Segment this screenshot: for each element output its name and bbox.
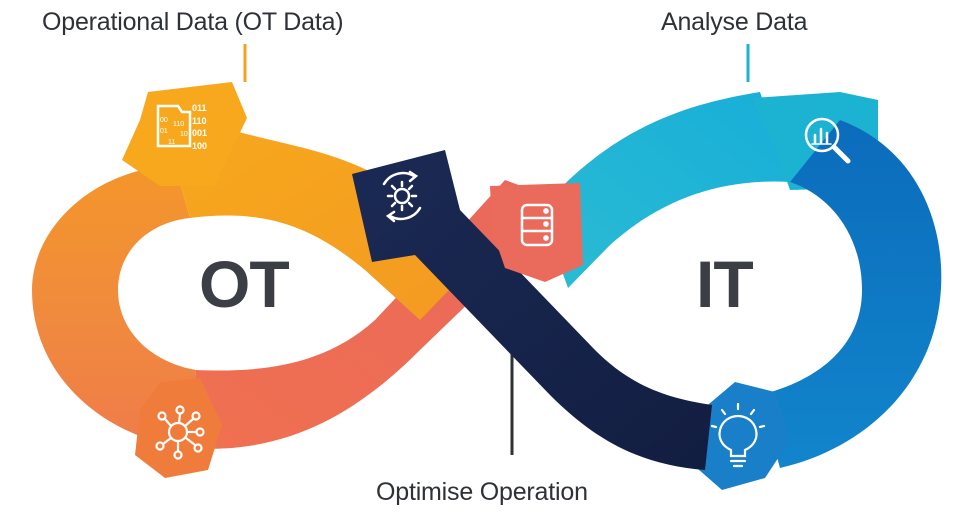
lightbulb-icon xyxy=(710,402,766,468)
network-hub-icon xyxy=(155,405,205,460)
svg-text:01: 01 xyxy=(160,128,168,135)
database-arrow-block xyxy=(490,183,583,282)
svg-text:001: 001 xyxy=(192,128,207,138)
optimise-arrow xyxy=(352,150,712,470)
label-analyse-data: Analyse Data xyxy=(661,8,808,36)
svg-text:110: 110 xyxy=(192,116,207,126)
gear-cycle-icon xyxy=(382,170,422,223)
ot-loop-top xyxy=(175,120,480,320)
binary-data-icon: 011 00 110 110 01 10 001 11 100 xyxy=(156,103,207,151)
center-label-it: IT xyxy=(696,247,754,321)
svg-text:100: 100 xyxy=(192,141,207,151)
label-operational-data: Operational Data (OT Data) xyxy=(42,8,344,36)
ot-data-arrow-block xyxy=(122,82,247,186)
svg-text:11: 11 xyxy=(168,139,175,146)
it-bottom-arrow-block xyxy=(690,382,790,490)
svg-text:110: 110 xyxy=(173,121,184,128)
svg-text:10: 10 xyxy=(180,131,188,138)
ot-loop-bottom xyxy=(32,165,196,448)
it-loop-top xyxy=(540,92,790,288)
label-optimise-operation: Optimise Operation xyxy=(376,478,588,506)
network-arrow-block xyxy=(135,378,222,478)
database-icon xyxy=(520,203,554,247)
svg-text:011: 011 xyxy=(192,103,207,113)
center-label-ot: OT xyxy=(199,247,290,321)
it-loop-right xyxy=(760,120,942,468)
svg-text:00: 00 xyxy=(160,117,168,124)
analytics-search-icon xyxy=(804,117,851,164)
